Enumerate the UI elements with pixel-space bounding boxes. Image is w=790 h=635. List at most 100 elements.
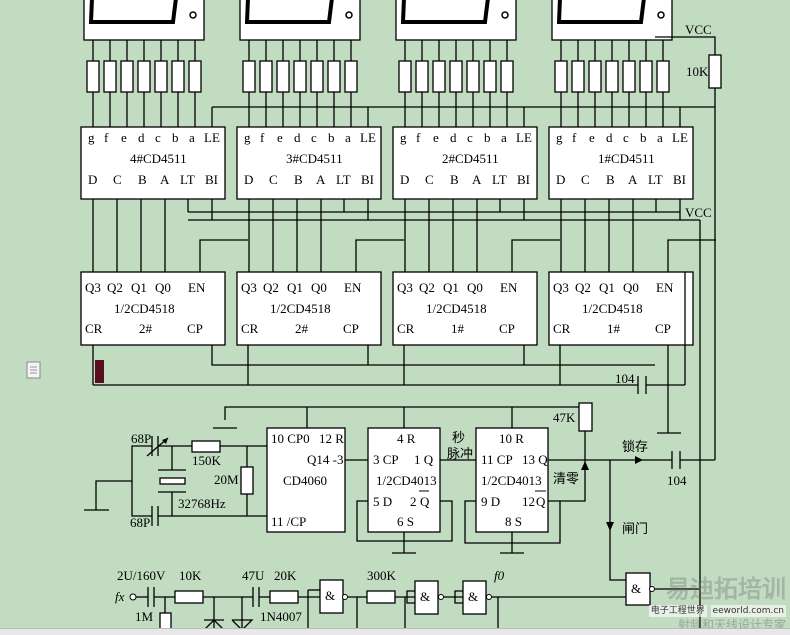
segment-resistor [310, 60, 324, 93]
cd4518-name: 1/2CD4518 [270, 301, 331, 316]
ff1-qbar-num: 2 [410, 494, 417, 509]
horizontal-scrollbar[interactable] [0, 628, 790, 635]
cd4518-pin-Q1: Q1 [443, 280, 459, 295]
decimal-point [189, 11, 197, 19]
cd4013-ff2 [475, 427, 549, 533]
segment-resistor [344, 60, 358, 93]
ff1-s: 6 S [397, 514, 414, 529]
highlight-marker [95, 360, 104, 383]
clear-label: 清零 [553, 471, 579, 486]
nand-gate-2 [414, 580, 439, 615]
cd4511-pin-d: d [138, 130, 145, 145]
ff2-d: 9 D [481, 494, 500, 509]
resistor-47k [578, 402, 593, 432]
ff2-name: 1/2CD4013 [481, 473, 542, 488]
cd4511-pin-BI: BI [673, 172, 686, 187]
resistor-20k [269, 590, 299, 604]
decimal-point [345, 11, 353, 19]
r150k-label: 150K [192, 453, 222, 468]
cd4511-pin-LT: LT [180, 172, 195, 187]
cd4060-cp0: 10 CP0 [271, 431, 310, 446]
cd4518-counter [392, 271, 538, 346]
cd4060-name: CD4060 [283, 473, 327, 488]
cd4511-pin-LT: LT [336, 172, 351, 187]
cd4518-pin-Q3: Q3 [553, 280, 569, 295]
cd4518-name: 1/2CD4518 [426, 301, 487, 316]
cd4511-pin-LT: LT [492, 172, 507, 187]
fx-label: fx [115, 589, 125, 604]
cd4518-pin-Q3: Q3 [85, 280, 101, 295]
second-pulse-label-1: 秒 [452, 430, 465, 445]
r300k-label: 300K [367, 568, 397, 583]
second-pulse-label-2: 脉冲 [447, 446, 473, 461]
cd4511-pin-a: a [189, 130, 195, 145]
cd4511-pin-g: g [88, 130, 95, 145]
cd4518-name: 1/2CD4518 [114, 301, 175, 316]
watermark-logo: 电子工程世界 [648, 605, 707, 617]
cd4518-counter [80, 271, 226, 346]
cd4511-pin-LE: LE [516, 130, 532, 145]
segment-resistor [466, 60, 480, 93]
cd4511-pin-C: C [269, 172, 278, 187]
ff2-r: 10 R [499, 431, 524, 446]
ff2-qbar: Q [536, 494, 546, 509]
cd4511-pin-b: b [484, 130, 491, 145]
cd4511-name: 1#CD4511 [598, 151, 655, 166]
cd4060-cp: 11 /CP [271, 514, 306, 529]
cd4518-pin-cp: CP [499, 321, 515, 336]
wiring [84, 36, 722, 634]
segment-resistor [398, 60, 412, 93]
segment-resistor [171, 60, 185, 93]
cd4511-pin-A: A [472, 172, 482, 187]
cd4518-half-label: 2# [139, 321, 153, 336]
cd4511-pin-a: a [501, 130, 507, 145]
decimal-point [501, 11, 509, 19]
nand-gate-3 [462, 580, 487, 615]
cd4518-pin-Q1: Q1 [599, 280, 615, 295]
gate3-symbol: & [468, 589, 478, 604]
cd4511-pin-D: D [556, 172, 565, 187]
cd4060-r: 12 R [319, 431, 344, 446]
cd4060-chip [266, 427, 346, 533]
cd4511-pin-A: A [160, 172, 170, 187]
cd4511-pin-e: e [277, 130, 283, 145]
cd4518-pin-cr: CR [553, 321, 571, 336]
resistor-300k [366, 590, 396, 604]
segment-resistor [415, 60, 429, 93]
cd4511-pin-LT: LT [648, 172, 663, 187]
segment-resistor [327, 60, 341, 93]
cd4511-pin-BI: BI [205, 172, 218, 187]
segment-resistor [483, 60, 497, 93]
gate-label: 闸门 [622, 521, 648, 536]
ff2-qbar-num: 12 [522, 494, 535, 509]
ff1-r: 4 R [397, 431, 416, 446]
cd4511-pin-c: c [155, 130, 161, 145]
cd4518-pin-EN: EN [188, 280, 206, 295]
cd4518-pin-Q2: Q2 [263, 280, 279, 295]
cd4518-half-label: 2# [295, 321, 309, 336]
cd4060-q: Q14 -3 [307, 452, 343, 467]
cd4518-pin-cr: CR [85, 321, 103, 336]
cd4511-pin-b: b [172, 130, 179, 145]
cd4511-decoder [80, 126, 226, 200]
cap-104-upper-label: 104 [615, 371, 635, 386]
cd4518-pin-EN: EN [344, 280, 362, 295]
cd4518-pin-Q1: Q1 [287, 280, 303, 295]
c-in-label: 2U/160V [117, 568, 166, 583]
segment-resistor [188, 60, 202, 93]
segment-resistor [154, 60, 168, 93]
cd4511-pin-b: b [328, 130, 335, 145]
cd4518-pin-Q0: Q0 [311, 280, 327, 295]
segment-resistor [103, 60, 117, 93]
cd4511-pin-C: C [113, 172, 122, 187]
segment-resistor [554, 60, 568, 93]
cd4511-pin-d: d [450, 130, 457, 145]
cd4511-pin-C: C [581, 172, 590, 187]
cd4511-pin-g: g [400, 130, 407, 145]
cd4511-pin-d: d [606, 130, 613, 145]
cd4511-pin-f: f [416, 130, 421, 145]
cd4518-pin-Q2: Q2 [575, 280, 591, 295]
